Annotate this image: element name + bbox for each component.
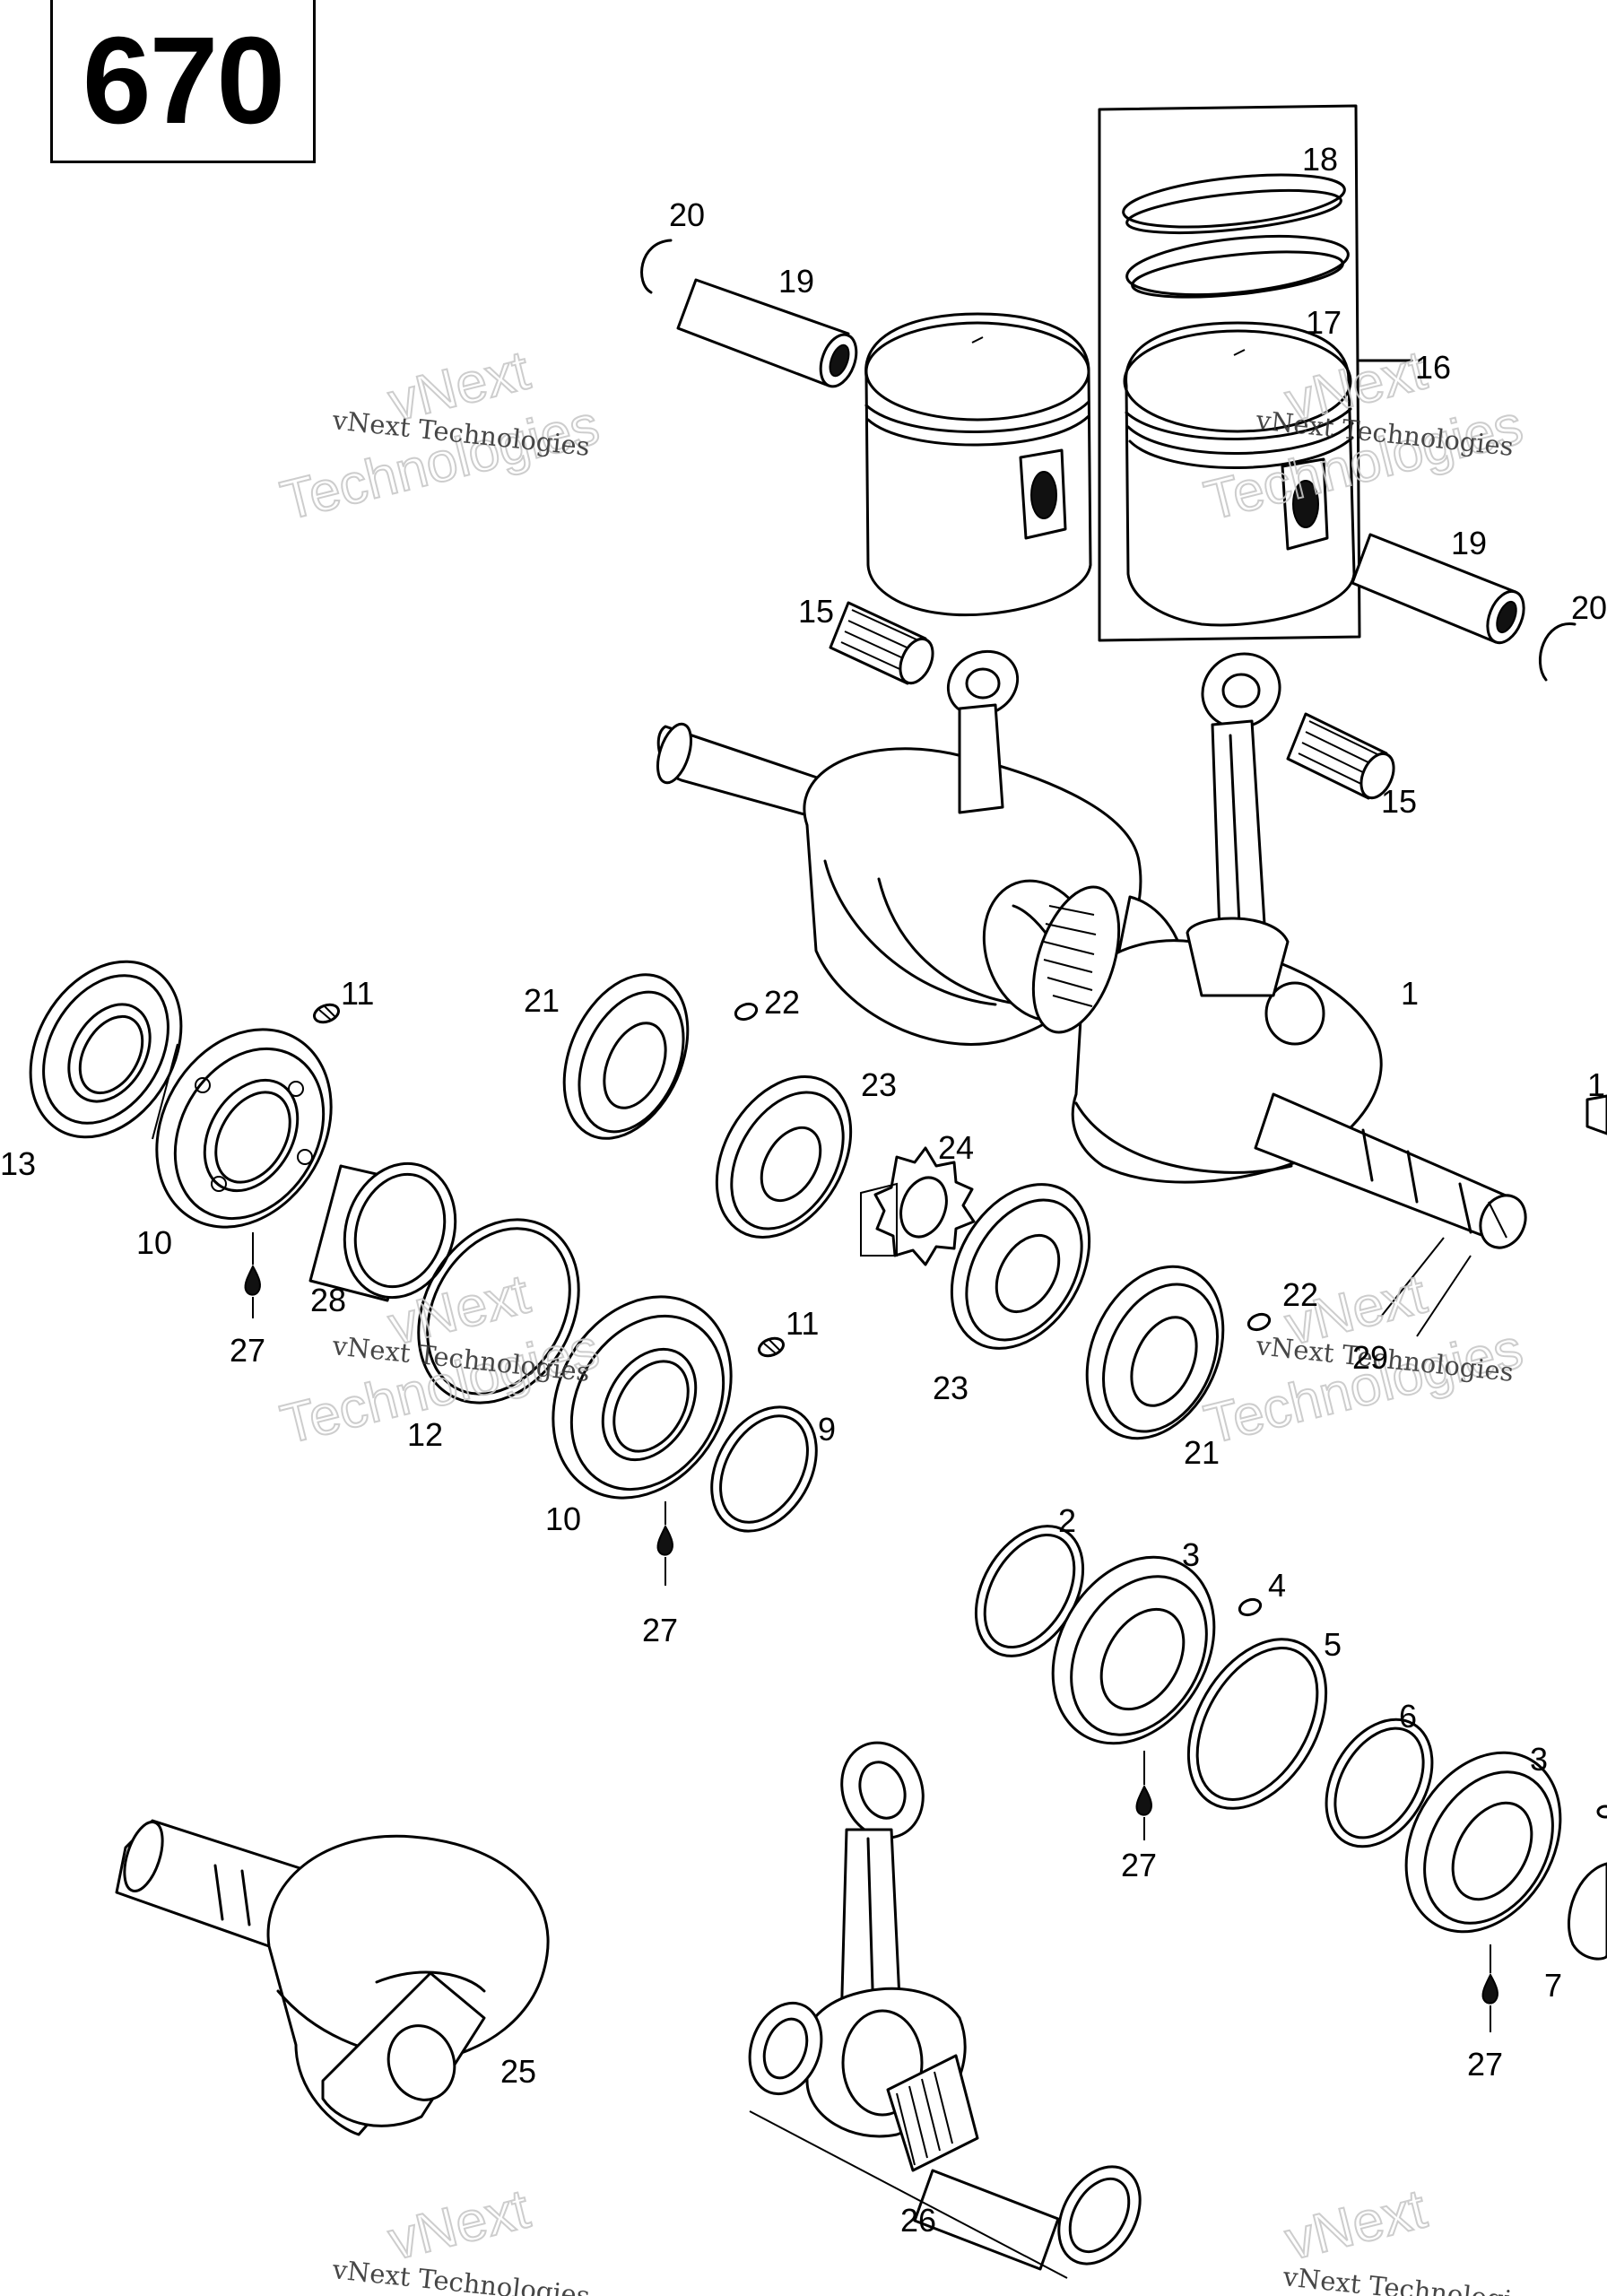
connecting-rod-right (1186, 652, 1290, 997)
svg-text:vNext: vNext (383, 2178, 535, 2272)
oil-drop-icon (1135, 1784, 1152, 1840)
callout-4: 4 (1268, 1567, 1286, 1604)
callout-3: 3 (1182, 1536, 1200, 1573)
svg-text:vNext Technologies: vNext Technologies (1281, 2261, 1542, 2296)
callout-7: 7 (1544, 1967, 1562, 2004)
woodruff-key (1585, 1094, 1607, 1135)
ring-6 (1325, 1718, 1434, 1848)
watermark: vNext vNext Technologies (330, 2177, 591, 2296)
callout-25: 25 (500, 2053, 536, 2090)
callout-12: 12 (407, 1416, 443, 1453)
callout-27: 27 (642, 1612, 678, 1648)
callout-23: 23 (933, 1370, 969, 1406)
ball-bearing-10-lower (552, 1295, 733, 1500)
watermark: vNext vNext Technologies (1279, 2177, 1542, 2296)
needle-bearing-right (1286, 712, 1395, 800)
piston-pin-left (676, 278, 858, 388)
callout-20: 20 (1571, 589, 1607, 626)
crankshaft-center-gear (1031, 885, 1121, 1034)
callout-18: 18 (1302, 141, 1338, 178)
shim-ring-9 (710, 1405, 818, 1533)
dowel-pin-11-upper (312, 1003, 341, 1024)
callout-27: 27 (230, 1332, 265, 1369)
callout-11: 11 (341, 975, 374, 1012)
connecting-rod-assembly-26 (748, 1741, 1142, 2279)
callout-17: 17 (1306, 304, 1342, 341)
o-ring-5 (1186, 1638, 1328, 1810)
piston-rings (1122, 173, 1350, 299)
callout-1: 1 (1587, 1066, 1605, 1103)
model-number-box: 670 (50, 0, 316, 163)
callout-20: 20 (669, 196, 705, 233)
dowel-pin-22-lower (1247, 1312, 1272, 1332)
dowel-pin-4 (1238, 1597, 1263, 1617)
ball-bearing-3-upper (1051, 1555, 1216, 1745)
callout-28: 28 (310, 1282, 346, 1318)
ball-bearing-21-lower (1085, 1265, 1225, 1440)
callout-24: 24 (938, 1129, 974, 1166)
svg-text:vNext: vNext (1280, 2178, 1432, 2272)
piston-kit-frame (1098, 104, 1413, 642)
callout-6: 6 (1399, 1698, 1417, 1735)
circlip-left (640, 239, 673, 294)
callouts: 1 1 2 3 3 4 5 6 7 9 10 10 11 11 12 13 15… (0, 141, 1607, 2239)
callout-10: 10 (136, 1224, 172, 1261)
callout-16: 16 (1415, 349, 1451, 386)
callout-19: 19 (778, 263, 814, 300)
callout-3: 3 (1530, 1741, 1548, 1778)
oil-drop-icon (244, 1264, 261, 1318)
callout-11: 11 (786, 1305, 819, 1342)
callout-29: 29 (1352, 1339, 1388, 1376)
needle-bearing-left (829, 601, 934, 685)
callout-15: 15 (1381, 783, 1417, 820)
callout-1: 1 (1401, 975, 1419, 1012)
gear-24 (860, 1146, 976, 1266)
ball-bearing-3-lower (1404, 1751, 1562, 1934)
callout-9: 9 (818, 1411, 836, 1448)
watermark: vNext Technologies vNext Technologies (274, 338, 606, 533)
model-number: 670 (82, 11, 285, 150)
callout-21: 21 (1184, 1434, 1220, 1471)
seal-7-partial (1568, 1805, 1607, 1961)
o-ring-12 (417, 1218, 580, 1405)
oil-seal-23-lower (950, 1183, 1091, 1350)
callout-19: 19 (1451, 525, 1487, 561)
callout-22: 22 (1282, 1276, 1318, 1313)
callout-26: 26 (900, 2202, 936, 2239)
callout-15: 15 (798, 593, 834, 630)
dowel-pin-11-lower (757, 1336, 786, 1358)
piston-right (1123, 321, 1356, 627)
callout-10: 10 (545, 1500, 581, 1537)
callout-5: 5 (1324, 1626, 1342, 1663)
callout-2: 2 (1058, 1502, 1076, 1539)
callout-27: 27 (1467, 2046, 1503, 2083)
sleeve-28 (308, 1161, 457, 1302)
oil-seal-13 (29, 960, 183, 1139)
svg-text:vNext Technologies: vNext Technologies (330, 2254, 591, 2296)
callout-22: 22 (764, 984, 800, 1021)
callout-21: 21 (524, 982, 560, 1019)
callout-27: 27 (1121, 1847, 1157, 1883)
crankshaft-assembly (656, 722, 1527, 1249)
dowel-pin-22-upper (734, 1002, 759, 1022)
oil-seal-23-upper (715, 1075, 853, 1239)
ball-bearing-21-upper (562, 973, 690, 1140)
piston-pin-right (1351, 533, 1525, 645)
oil-drop-icon (1481, 1972, 1498, 2032)
ball-bearing-10-upper (155, 1028, 333, 1229)
circlip-right (1538, 622, 1577, 682)
callout-23: 23 (861, 1066, 897, 1103)
piston-left (864, 312, 1092, 617)
crankshaft-half-25 (115, 1819, 550, 2136)
callout-13: 13 (0, 1145, 36, 1182)
oil-drop-icon (656, 1524, 673, 1586)
leader-lines (152, 1043, 1507, 1973)
connecting-rod-left (946, 649, 1020, 814)
